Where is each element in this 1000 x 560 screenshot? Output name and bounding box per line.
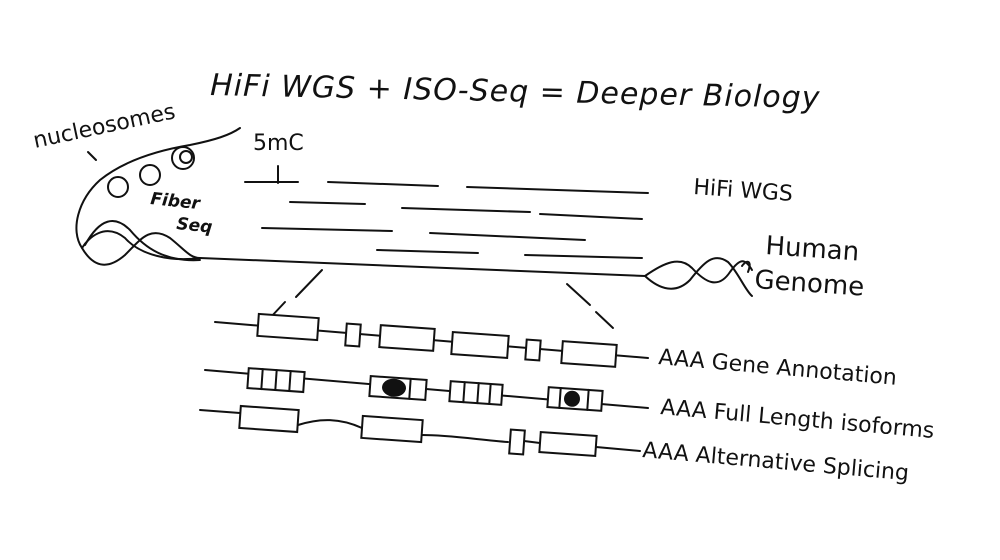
exon-box: [361, 416, 422, 442]
nucleosome-circle: [108, 177, 128, 197]
exon-box: [539, 432, 596, 456]
methylation-label: 5mC: [253, 131, 304, 156]
hifi-read: [328, 182, 438, 186]
nucleosome-circle: [180, 151, 192, 163]
exon-box: [449, 381, 502, 405]
nucleosome-circle: [140, 165, 160, 185]
exon-box: [451, 332, 508, 358]
diagram-title: HiFi WGS + ISO-Seq = Deeper Biology: [210, 68, 821, 116]
hifi-reads: [245, 182, 648, 258]
fiber-seq-label-line1: Fiber: [149, 189, 202, 214]
exon-box: [379, 325, 434, 351]
zoom-line-left-upper: [296, 270, 322, 297]
hifi-read: [540, 214, 642, 219]
gene-annotation-track: [215, 314, 648, 367]
fiber-seq-label-line2: Seq: [175, 214, 213, 238]
track-label-full-length-isoforms: AAA Full Length isoforms: [659, 395, 935, 444]
exon-box: [345, 324, 361, 347]
alternative-splicing-track: [200, 406, 640, 456]
track-label-alternative-splicing: AAA Alternative Splicing: [641, 438, 910, 486]
hifi-read: [430, 233, 585, 240]
hifi-read: [262, 228, 392, 231]
exon-box: [239, 406, 298, 432]
hifi-read: [402, 208, 530, 212]
nucleosomes-pointer: [88, 152, 96, 160]
full-length-isoforms-track: [205, 368, 648, 411]
hifi-read: [377, 250, 478, 253]
genome-strand: [200, 258, 752, 296]
human-genome-label-line1: Human: [765, 231, 861, 267]
exon-box: [525, 340, 540, 361]
track-label-gene-annotation: AAA Gene Annotation: [657, 345, 897, 391]
hifi-read: [467, 187, 648, 193]
exon-box: [257, 314, 318, 340]
exon-box: [509, 430, 525, 455]
hifi-read: [290, 202, 365, 204]
zoom-line-right-upper: [567, 284, 590, 305]
hifi-read: [525, 255, 642, 258]
nucleosomes-label: nucleosomes: [31, 99, 177, 153]
human-genome-label-line2: Genome: [754, 265, 866, 303]
zoom-line-right-lower: [596, 312, 613, 328]
genome-line: [200, 258, 645, 276]
genome-helix-end: [742, 262, 750, 272]
hifi-wgs-label: HiFi WGS: [693, 175, 794, 207]
exon-box: [561, 341, 616, 367]
nucleosome-circle: [172, 147, 194, 169]
